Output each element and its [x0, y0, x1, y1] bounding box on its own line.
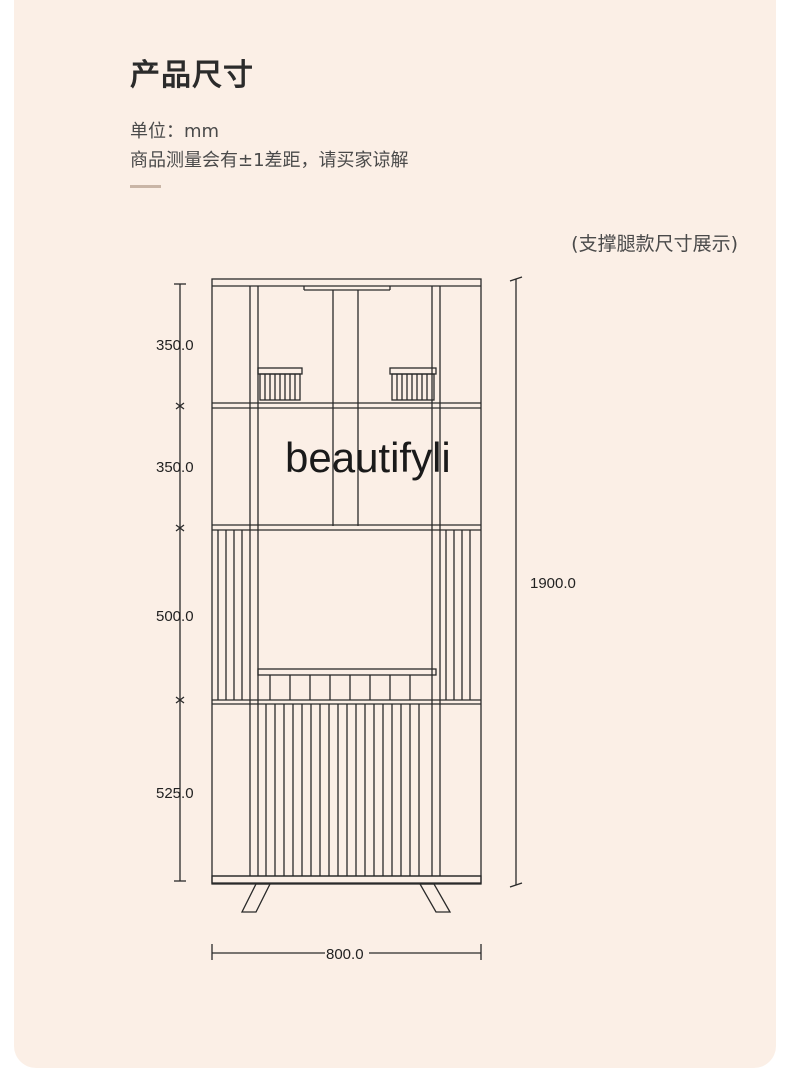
lower-slat-doors: [265, 704, 420, 876]
right-dimension-line: [509, 276, 523, 888]
dimension-label-total-width: 800.0: [326, 946, 364, 963]
variant-subtitle: (支撑腿款尺寸展示): [571, 233, 738, 255]
cabinet-base: [211, 875, 482, 913]
brand-watermark: beautifyli: [285, 434, 451, 481]
bottom-dimension-line: [211, 944, 482, 960]
unit-note: 单位：mm: [130, 121, 220, 142]
left-dimension-line: [174, 283, 186, 882]
product-size-card: [14, 0, 776, 1068]
balustrade-rail: [257, 668, 437, 700]
title-divider: [130, 185, 161, 188]
dimension-label-section-2: 350.0: [156, 459, 194, 476]
cabinet-shelves: [212, 402, 481, 705]
dimension-label-section-4: 525.0: [156, 785, 194, 802]
dimension-label-total-height: 1900.0: [530, 575, 576, 592]
top-baluster-trays: [257, 367, 437, 401]
page-title: 产品尺寸: [130, 58, 254, 93]
side-slat-panels: [217, 530, 471, 700]
dimension-label-section-3: 500.0: [156, 608, 194, 625]
dimension-label-section-1: 350.0: [156, 337, 194, 354]
tolerance-note: 商品测量会有±1差距，请买家谅解: [130, 150, 409, 171]
